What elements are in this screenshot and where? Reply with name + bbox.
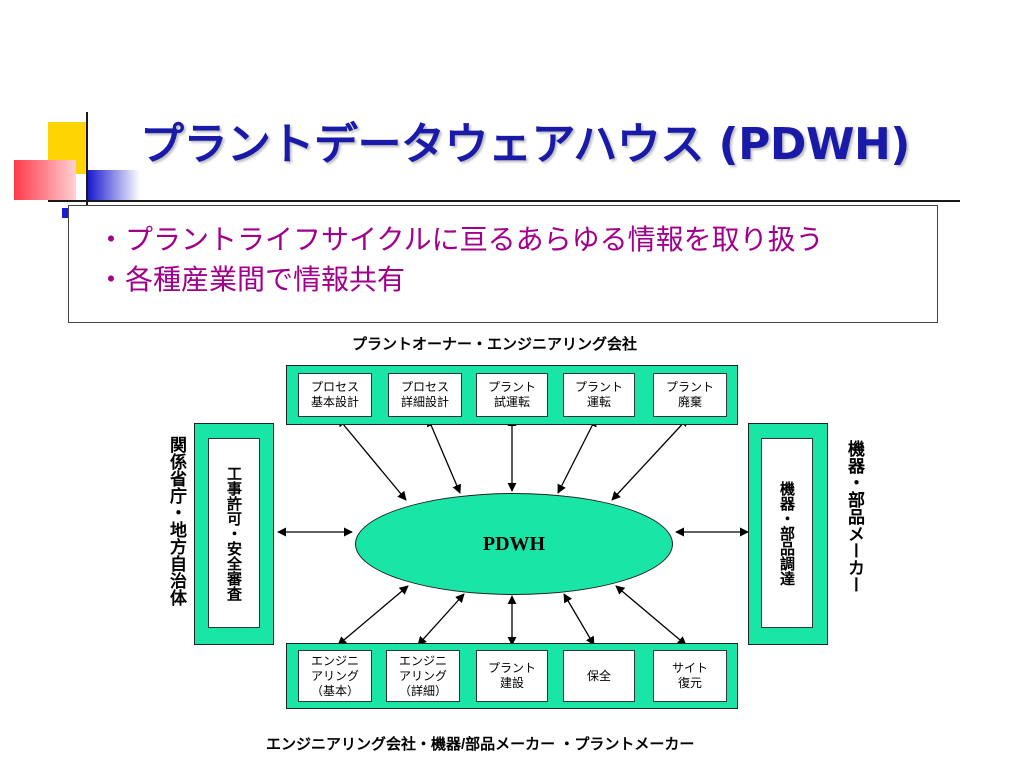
top-box-3: プラント試運転 — [476, 373, 548, 417]
arrow-top-5 — [611, 417, 689, 501]
arrow-bottom-5 — [615, 585, 687, 646]
top-box-2: プロセス詳細設計 — [388, 373, 462, 417]
bottom-box-4-line1: 保全 — [586, 668, 611, 683]
bottom-box-5: サイト復元 — [653, 650, 727, 702]
pdwh-label: PDWH — [482, 532, 546, 555]
deco-small-blue-square — [62, 208, 72, 218]
top-box-1-line2: 基本設計 — [310, 395, 359, 409]
right-box-label: 機器・部品調達 — [778, 480, 796, 586]
title-divider — [48, 200, 960, 202]
top-box-1-line1: プロセス — [310, 380, 359, 394]
bottom-box-1-line2: アリング — [310, 668, 359, 683]
left-group-label: 関係省庁・地方自治体 — [166, 436, 186, 606]
arrow-bottom-4 — [563, 593, 595, 646]
right-box: 機器・部品調達 — [761, 438, 813, 628]
top-box-2-line1: プロセス — [400, 380, 449, 394]
bottom-box-2-line3: （詳細） — [398, 683, 447, 698]
bottom-box-4: 保全 — [563, 650, 635, 702]
bottom-box-2-line1: エンジニ — [398, 653, 447, 668]
bottom-box-3-line2: 建設 — [499, 676, 524, 690]
top-box-3-line1: プラント — [487, 380, 536, 394]
top-box-4-line2: 運転 — [586, 395, 611, 409]
arrow-top-2 — [427, 417, 461, 494]
left-box: 工事許可・安全審査 — [208, 438, 260, 628]
top-box-5-line2: 廃棄 — [677, 395, 702, 409]
bullet-item: ・各種産業間で情報共有 — [97, 263, 406, 296]
bottom-box-1: エンジニアリング（基本） — [298, 650, 372, 702]
bottom-box-3: プラント建設 — [476, 650, 548, 702]
top-box-3-line2: 試運転 — [493, 395, 530, 409]
deco-blue-square — [88, 170, 140, 202]
bottom-box-1-line3: （基本） — [310, 683, 359, 698]
left-box-label: 工事許可・安全審査 — [225, 465, 243, 601]
bottom-box-5-line2: 復元 — [677, 676, 702, 690]
top-box-2-line2: 詳細設計 — [400, 395, 449, 409]
arrow-bottom-2 — [417, 593, 465, 646]
bullet-box: ・プラントライフサイクルに亘るあらゆる情報を取り扱う ・各種産業間で情報共有 — [68, 205, 938, 323]
pdwh-ellipse: PDWH — [355, 493, 673, 595]
top-box-5-line1: プラント — [665, 380, 714, 394]
right-group-label: 機器・部品メーカー — [844, 440, 864, 593]
top-group-label: プラントオーナー・エンジニアリング会社 — [352, 336, 638, 353]
arrow-bottom-1 — [337, 585, 409, 646]
bullet-item: ・プラントライフサイクルに亘るあらゆる情報を取り扱う — [97, 223, 824, 256]
deco-vertical-line — [86, 112, 88, 208]
slide-title: プラントデータウェアハウス (PDWH) — [140, 119, 910, 170]
top-box-4: プラント運転 — [563, 373, 635, 417]
arrow-top-4 — [557, 417, 597, 494]
bottom-box-2: エンジニアリング（詳細） — [386, 650, 460, 702]
top-box-1: プロセス基本設計 — [298, 373, 372, 417]
bottom-box-1-line1: エンジニ — [310, 653, 359, 668]
deco-red-square — [14, 160, 76, 200]
bottom-box-2-line2: アリング — [398, 668, 447, 683]
arrow-top-1 — [337, 417, 407, 501]
bottom-group-label: エンジニアリング会社・機器/部品メーカー ・プラントメーカー — [266, 736, 695, 753]
bottom-box-5-line1: サイト — [671, 661, 708, 675]
top-box-5: プラント廃棄 — [653, 373, 727, 417]
top-box-4-line1: プラント — [574, 380, 623, 394]
bottom-box-3-line1: プラント — [487, 661, 536, 675]
